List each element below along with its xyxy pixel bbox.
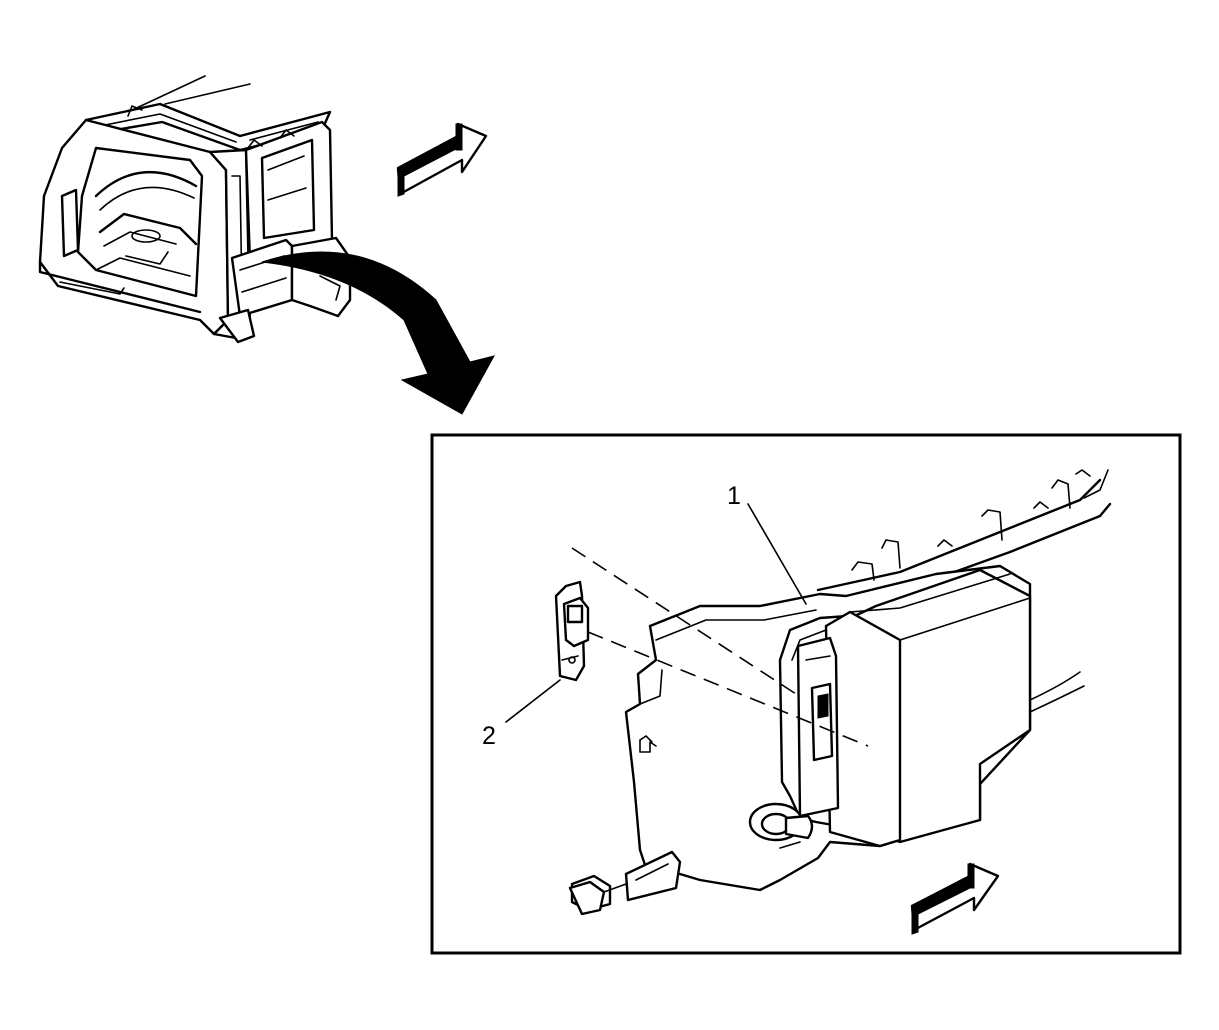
forward-direction-arrow-top <box>396 122 488 197</box>
callout-2-label: 2 <box>482 722 496 750</box>
callout-1-label: 1 <box>727 482 741 510</box>
instrument-panel-overview <box>38 75 352 344</box>
detail-view-frame <box>430 433 1182 955</box>
detail-view <box>505 469 1112 916</box>
forward-direction-arrow-bottom <box>910 862 1000 935</box>
zoom-arrow-icon <box>261 251 495 415</box>
